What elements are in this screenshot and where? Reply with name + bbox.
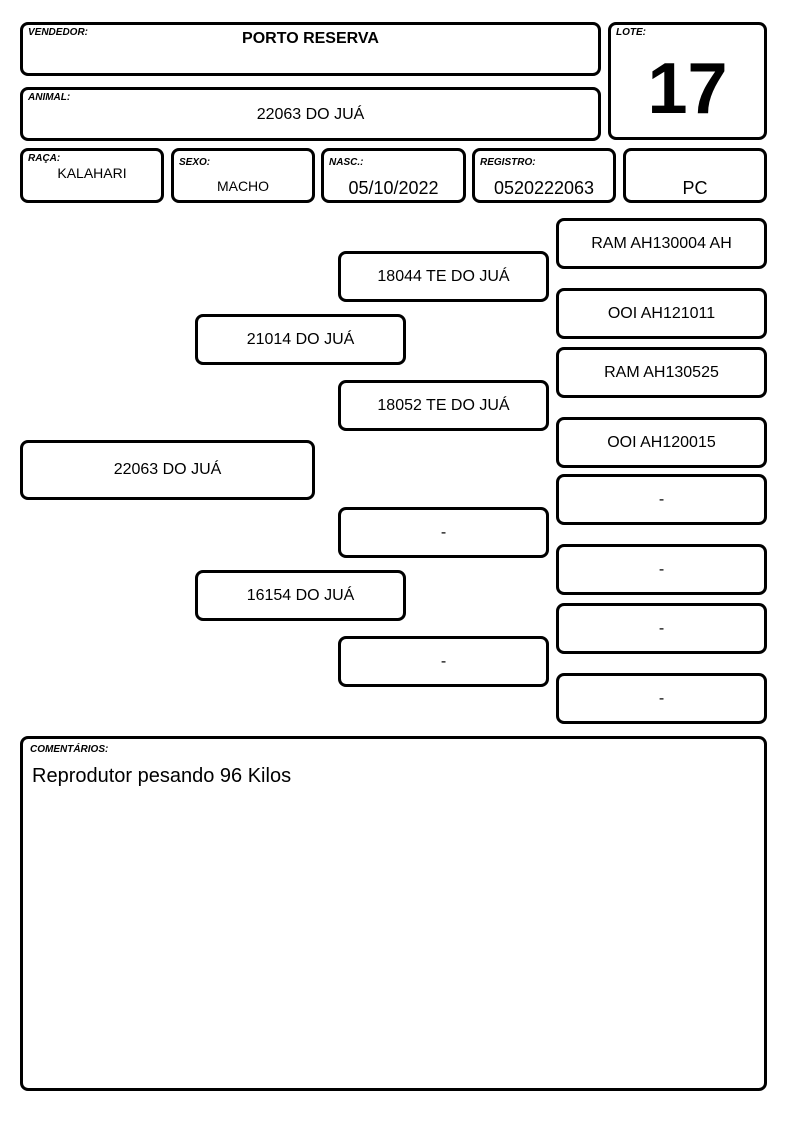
sexo-label: SEXO: — [179, 157, 211, 168]
vendedor-value: PORTO RESERVA — [242, 30, 379, 47]
pedigree-bisavo: - — [556, 544, 767, 595]
raca-value: KALAHARI — [57, 165, 127, 181]
lote-box: LOTE: 17 — [608, 22, 767, 140]
raca-label: RAÇA: — [28, 153, 61, 164]
pedigree-bisavo: - — [556, 603, 767, 654]
comentarios-label: COMENTÁRIOS: — [30, 744, 109, 755]
categoria-box: PC — [623, 148, 767, 203]
pedigree-animal: 22063 DO JUÁ — [20, 440, 315, 500]
vendedor-label: VENDEDOR: — [28, 27, 89, 38]
registro-value: 0520222063 — [493, 178, 595, 198]
raca-box: RAÇA: KALAHARI — [20, 148, 164, 203]
sexo-box: SEXO: MACHO — [171, 148, 315, 203]
registro-box: REGISTRO: 0520222063 — [472, 148, 616, 203]
comentarios-box: COMENTÁRIOS: Reprodutor pesando 96 Kilos — [20, 736, 767, 1091]
lote-label: LOTE: — [616, 27, 646, 38]
pedigree-bisavo: - — [556, 474, 767, 525]
registro-label: REGISTRO: — [480, 157, 536, 168]
pedigree-bisavo: RAM AH130525 — [556, 347, 767, 398]
animal-box: ANIMAL: 22063 DO JUÁ — [20, 87, 601, 141]
categoria-value: PC — [682, 178, 708, 198]
sexo-value: MACHO — [216, 178, 270, 194]
nasc-value: 05/10/2022 — [348, 178, 439, 198]
pedigree-mae: 16154 DO JUÁ — [195, 570, 406, 621]
pedigree-avo-paterno: 18044 TE DO JUÁ — [338, 251, 549, 302]
pedigree-bisavo: OOI AH120015 — [556, 417, 767, 468]
pedigree-avo-materna: - — [338, 636, 549, 687]
pedigree-pai: 21014 DO JUÁ — [195, 314, 406, 365]
vendedor-box: VENDEDOR: PORTO RESERVA — [20, 22, 601, 76]
pedigree-avo-materno: - — [338, 507, 549, 558]
pedigree-avo-paterna: 18052 TE DO JUÁ — [338, 380, 549, 431]
comentarios-value: Reprodutor pesando 96 Kilos — [32, 765, 292, 787]
lote-value: 17 — [647, 49, 728, 129]
nasc-box: NASC.: 05/10/2022 — [321, 148, 466, 203]
pedigree-bisavo: RAM AH130004 AH — [556, 218, 767, 269]
animal-value: 22063 DO JUÁ — [256, 106, 365, 123]
nasc-label: NASC.: — [329, 157, 364, 168]
pedigree-bisavo: OOI AH121011 — [556, 288, 767, 339]
pedigree-bisavo: - — [556, 673, 767, 724]
animal-label: ANIMAL: — [28, 92, 71, 103]
